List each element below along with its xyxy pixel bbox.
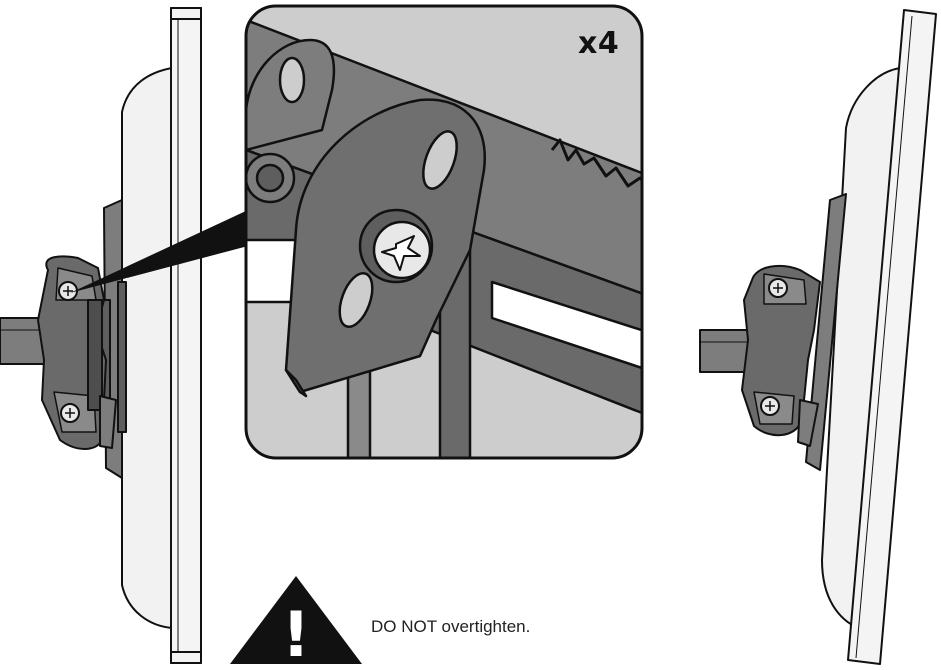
warning-triangle-icon: ! xyxy=(230,576,362,670)
right-bottom-screw xyxy=(760,396,780,416)
zoom-callout-wedge xyxy=(70,210,248,293)
detail-hex-nut xyxy=(246,152,296,204)
detail-rail-slot xyxy=(490,280,642,376)
left-tv-back-housing xyxy=(121,67,173,629)
right-tv-assembly xyxy=(699,9,937,665)
warning-text: DO NOT overtighten. xyxy=(371,617,531,636)
phillips-screw-icon xyxy=(358,208,434,284)
right-tv-rail xyxy=(805,193,847,471)
detail-inset xyxy=(244,4,644,460)
left-tv-assembly xyxy=(0,7,202,664)
right-top-screw xyxy=(768,278,788,298)
left-tv-panel xyxy=(170,7,202,664)
left-bottom-screw xyxy=(60,403,80,423)
right-tv-back-housing xyxy=(821,67,901,629)
quantity-label: x4 xyxy=(578,26,620,61)
warning-symbol: ! xyxy=(282,598,310,670)
